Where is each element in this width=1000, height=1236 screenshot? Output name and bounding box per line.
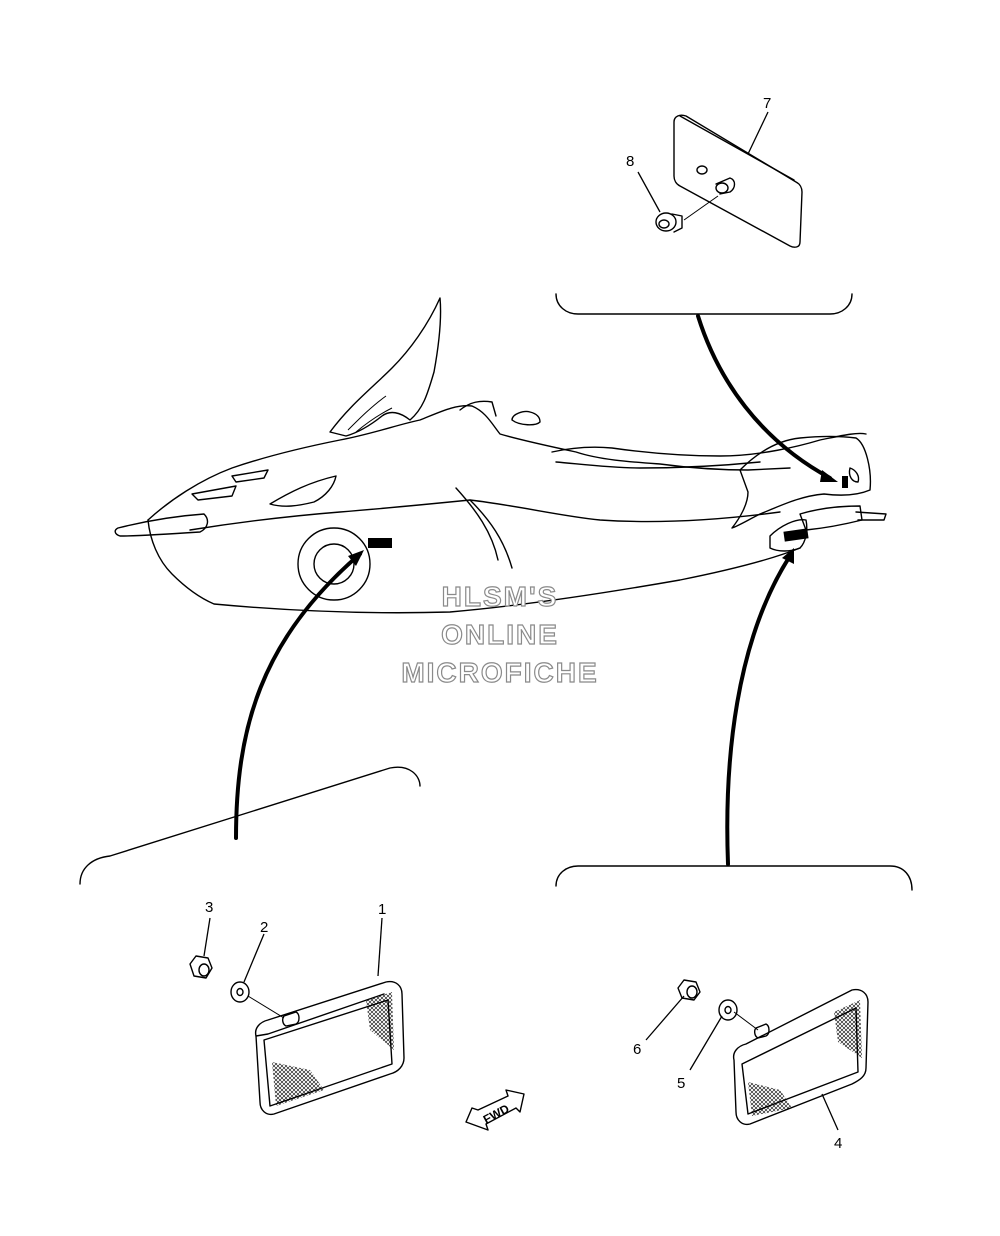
front-reflector-position-mark <box>368 538 392 548</box>
nut-6 <box>677 979 701 1001</box>
watermark-line-3: MICROFICHE <box>401 657 598 688</box>
rear-reflector-assembly: 7 8 <box>626 95 803 248</box>
reflector-1 <box>254 980 405 1116</box>
callout-5: 5 <box>677 1075 685 1092</box>
right-reflector-assembly: 4 5 6 <box>633 979 869 1152</box>
washer-5 <box>718 999 738 1021</box>
callout-6: 6 <box>633 1041 641 1058</box>
reflector-7 <box>673 114 803 248</box>
callout-4: 4 <box>834 1135 842 1152</box>
snowmobile-body <box>114 297 887 614</box>
reflector-4 <box>732 988 869 1126</box>
callout-7: 7 <box>763 95 771 112</box>
nut-3 <box>189 955 213 979</box>
watermark-line-1: HLSM'S <box>442 581 559 612</box>
washer-2 <box>230 981 250 1003</box>
callout-3: 3 <box>205 899 213 916</box>
watermark-line-2: ONLINE <box>441 619 559 650</box>
callout-8: 8 <box>626 153 634 170</box>
forward-direction-arrow: FWD <box>465 1089 525 1131</box>
rear-reflector-position-mark <box>842 476 848 488</box>
detail-frame-rear <box>555 293 853 315</box>
detail-frame-front-left <box>79 766 421 885</box>
callout-1: 1 <box>378 901 386 918</box>
fwd-label: FWD <box>481 1101 512 1126</box>
location-arrows <box>234 314 838 866</box>
callout-2: 2 <box>260 919 268 936</box>
nut-8 <box>655 212 683 233</box>
rear-side-reflector-position-mark <box>783 528 809 542</box>
detail-frame-right <box>555 865 913 891</box>
watermark: HLSM'S ONLINE MICROFICHE <box>401 580 598 688</box>
left-reflector-assembly: 1 2 3 <box>189 899 405 1116</box>
